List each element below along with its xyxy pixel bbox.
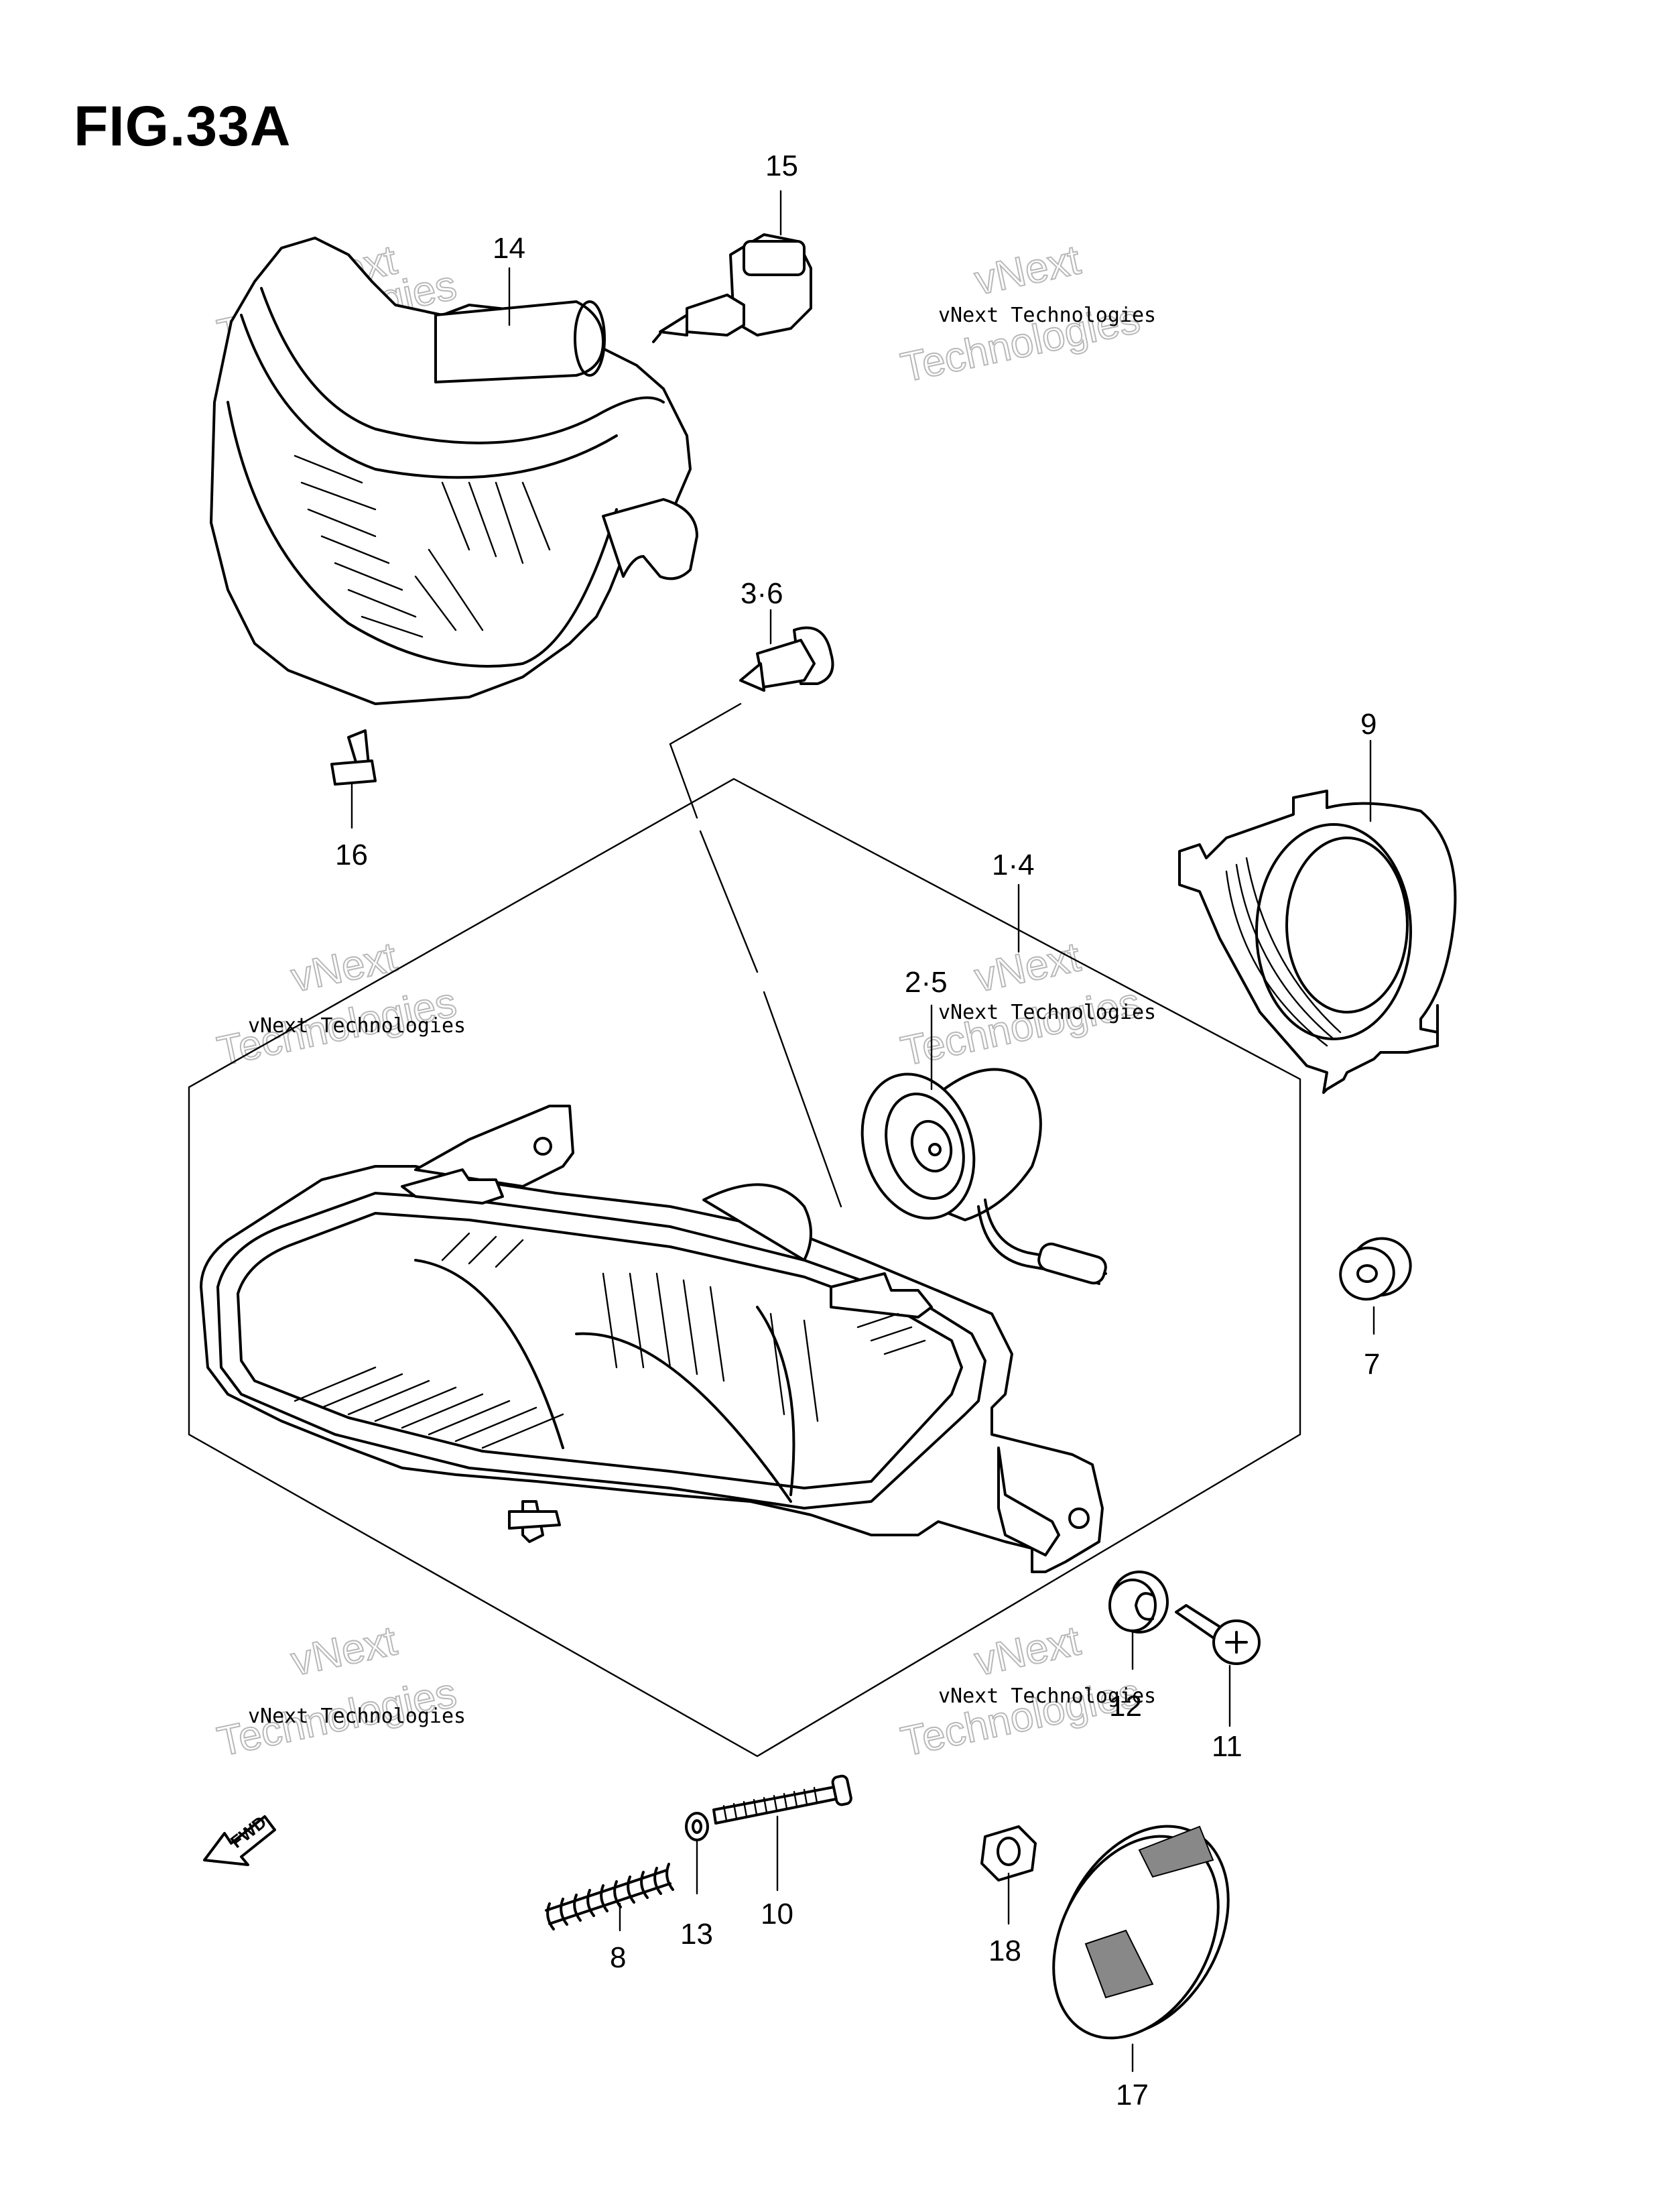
part-17-reflector[interactable] bbox=[1021, 1796, 1263, 2067]
part-2-5-socket-wire[interactable] bbox=[844, 1060, 1108, 1286]
callout-2-5: 2·5 bbox=[905, 966, 948, 999]
part-11-screw[interactable] bbox=[1175, 1604, 1261, 1665]
watermark-big-vnext: vNext bbox=[287, 934, 401, 1001]
part-8-spring[interactable] bbox=[545, 1863, 674, 1930]
callout-17: 17 bbox=[1116, 2079, 1149, 2111]
callout-7: 7 bbox=[1364, 1348, 1380, 1381]
callout-11: 11 bbox=[1212, 1730, 1242, 1763]
callout-15: 15 bbox=[765, 149, 798, 182]
callout-18: 18 bbox=[988, 1934, 1021, 1967]
part-16-bolt[interactable] bbox=[330, 729, 377, 786]
leader-lines bbox=[350, 190, 1375, 2073]
watermark-big-vnext: vNext bbox=[287, 1617, 401, 1684]
connector-leader bbox=[669, 702, 742, 819]
assembly-boundary bbox=[188, 778, 1301, 1758]
callout-3-6: 3·6 bbox=[741, 577, 783, 610]
watermark-text: vNext Technologies bbox=[248, 1705, 466, 1728]
part-1-4-headlight[interactable] bbox=[200, 1105, 1104, 1573]
connector-dash bbox=[699, 830, 759, 973]
callout-9: 9 bbox=[1360, 708, 1377, 741]
watermark-big-vnext: vNext bbox=[971, 934, 1084, 1001]
part-12-grommet[interactable] bbox=[1108, 1571, 1169, 1634]
connector-dash bbox=[763, 991, 842, 1208]
part-15-bulb-socket[interactable] bbox=[652, 233, 812, 343]
fwd-direction-arrow: FWD bbox=[203, 1812, 276, 1866]
part-13-washer[interactable] bbox=[685, 1812, 709, 1841]
callout-13: 13 bbox=[680, 1918, 713, 1951]
part-18-nut[interactable] bbox=[980, 1825, 1037, 1882]
watermark-text: vNext Technologies bbox=[938, 1684, 1156, 1708]
part-10-adjust-screw[interactable] bbox=[712, 1774, 852, 1825]
callout-14: 14 bbox=[493, 232, 525, 265]
callout-16: 16 bbox=[335, 839, 368, 871]
part-9-cover-ring[interactable] bbox=[1178, 790, 1457, 1094]
callout-labels: 14 15 3·6 16 9 1·4 2·5 7 12 11 10 13 8 1… bbox=[335, 149, 1380, 2111]
watermark-text: vNext Technologies bbox=[938, 1001, 1156, 1024]
figure-title: FIG.33A bbox=[74, 95, 292, 158]
part-7-grommet[interactable] bbox=[1333, 1230, 1418, 1306]
callout-1-4: 1·4 bbox=[992, 849, 1035, 881]
watermark-text: vNext Technologies bbox=[248, 1014, 466, 1038]
watermark-big-vnext: vNext bbox=[971, 237, 1084, 304]
callout-8: 8 bbox=[610, 1941, 626, 1974]
callout-12: 12 bbox=[1109, 1690, 1142, 1723]
callout-10: 10 bbox=[761, 1898, 793, 1930]
part-14-headlamp[interactable] bbox=[210, 237, 698, 705]
part-3-6-small-bulb[interactable] bbox=[739, 626, 834, 692]
watermark-text: vNext Technologies bbox=[938, 304, 1156, 327]
watermark-big-vnext: vNext bbox=[971, 1617, 1084, 1684]
